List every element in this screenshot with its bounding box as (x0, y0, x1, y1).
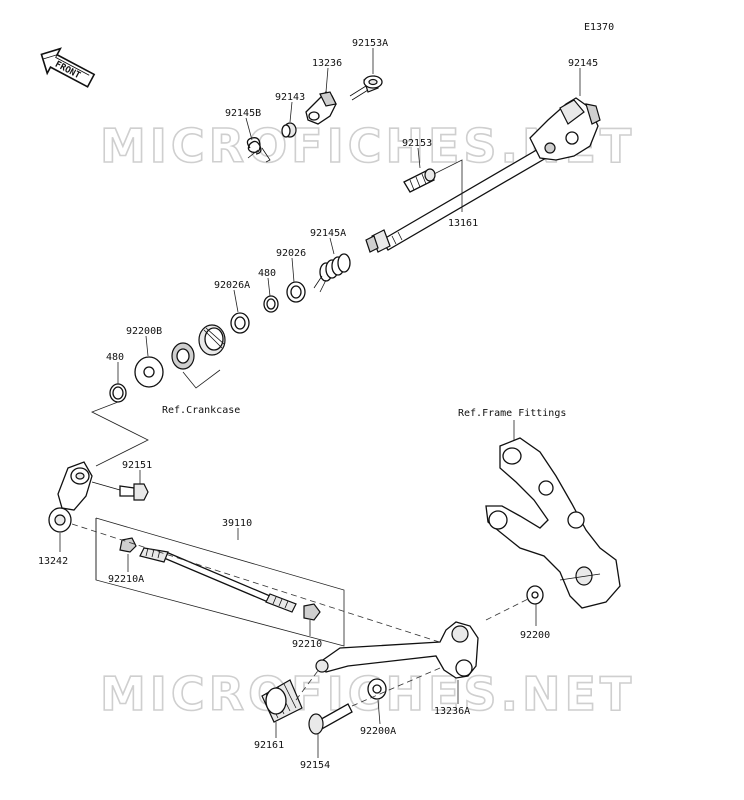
part-label-92145a: 92145A (310, 228, 346, 239)
leader-lines (59, 48, 581, 758)
needle-bearing (198, 324, 226, 356)
spring-92145a (313, 253, 351, 293)
part-label-92143: 92143 (275, 92, 305, 103)
tie-rod-39110 (139, 547, 297, 613)
shift-pedal-13236a (315, 621, 479, 679)
part-label-480-upper: 480 (258, 268, 276, 279)
part-label-92026a: 92026A (214, 280, 250, 291)
bolt-92154 (308, 703, 353, 735)
part-label-92200b: 92200B (126, 326, 162, 337)
shift-shaft-13161 (365, 97, 601, 253)
part-label-92145b: 92145B (225, 108, 261, 119)
watermark-bottom: MICROFICHES.NET (100, 667, 635, 721)
nut-92210 (303, 603, 321, 621)
part-labels: 92153A 13236 92143 92145B 92145 92153 13… (38, 38, 598, 771)
part-label-39110: 39110 (222, 518, 252, 529)
washer-92200a (367, 678, 387, 700)
part-label-13236: 13236 (312, 58, 342, 69)
part-label-13161: 13161 (448, 218, 478, 229)
oil-seal (171, 342, 195, 370)
part-label-92210a: 92210A (108, 574, 144, 585)
part-label-92145: 92145 (568, 58, 598, 69)
part-label-92161: 92161 (254, 740, 284, 751)
washer-92026a (230, 312, 250, 334)
part-label-92026: 92026 (276, 248, 306, 259)
part-label-92153a: 92153A (352, 38, 388, 49)
washer-92200 (526, 585, 544, 605)
washer-92200b (134, 356, 164, 388)
diagram-code: E1370 (584, 22, 614, 33)
part-label-13242: 13242 (38, 556, 68, 567)
part-label-92210: 92210 (292, 639, 322, 650)
washer-92026 (286, 281, 306, 303)
nut-92210a (119, 537, 137, 553)
part-label-13236a: 13236A (434, 706, 470, 717)
stud-92153 (403, 168, 436, 193)
spring-92145b (246, 137, 271, 163)
part-label-480-lower: 480 (106, 352, 124, 363)
bolt-92153a (349, 75, 383, 101)
lever-13242 (48, 461, 93, 533)
bolt-92151 (91, 481, 149, 501)
lever-13236 (305, 91, 337, 125)
circlip-480-upper (263, 295, 279, 313)
ref-crankcase-label: Ref.Crankcase (162, 405, 240, 416)
ref-frame-label: Ref.Frame Fittings (458, 408, 566, 419)
part-label-92200: 92200 (520, 630, 550, 641)
part-label-92153: 92153 (402, 138, 432, 149)
part-label-92151: 92151 (122, 460, 152, 471)
frame-fitting (485, 437, 621, 609)
pedal-rubber-92161 (261, 679, 303, 723)
collar-92143 (281, 122, 297, 138)
part-label-92200a: 92200A (360, 726, 396, 737)
front-arrow-icon: FRONT (40, 47, 96, 88)
part-label-92154: 92154 (300, 760, 330, 771)
circlip-480-lower (109, 383, 127, 403)
